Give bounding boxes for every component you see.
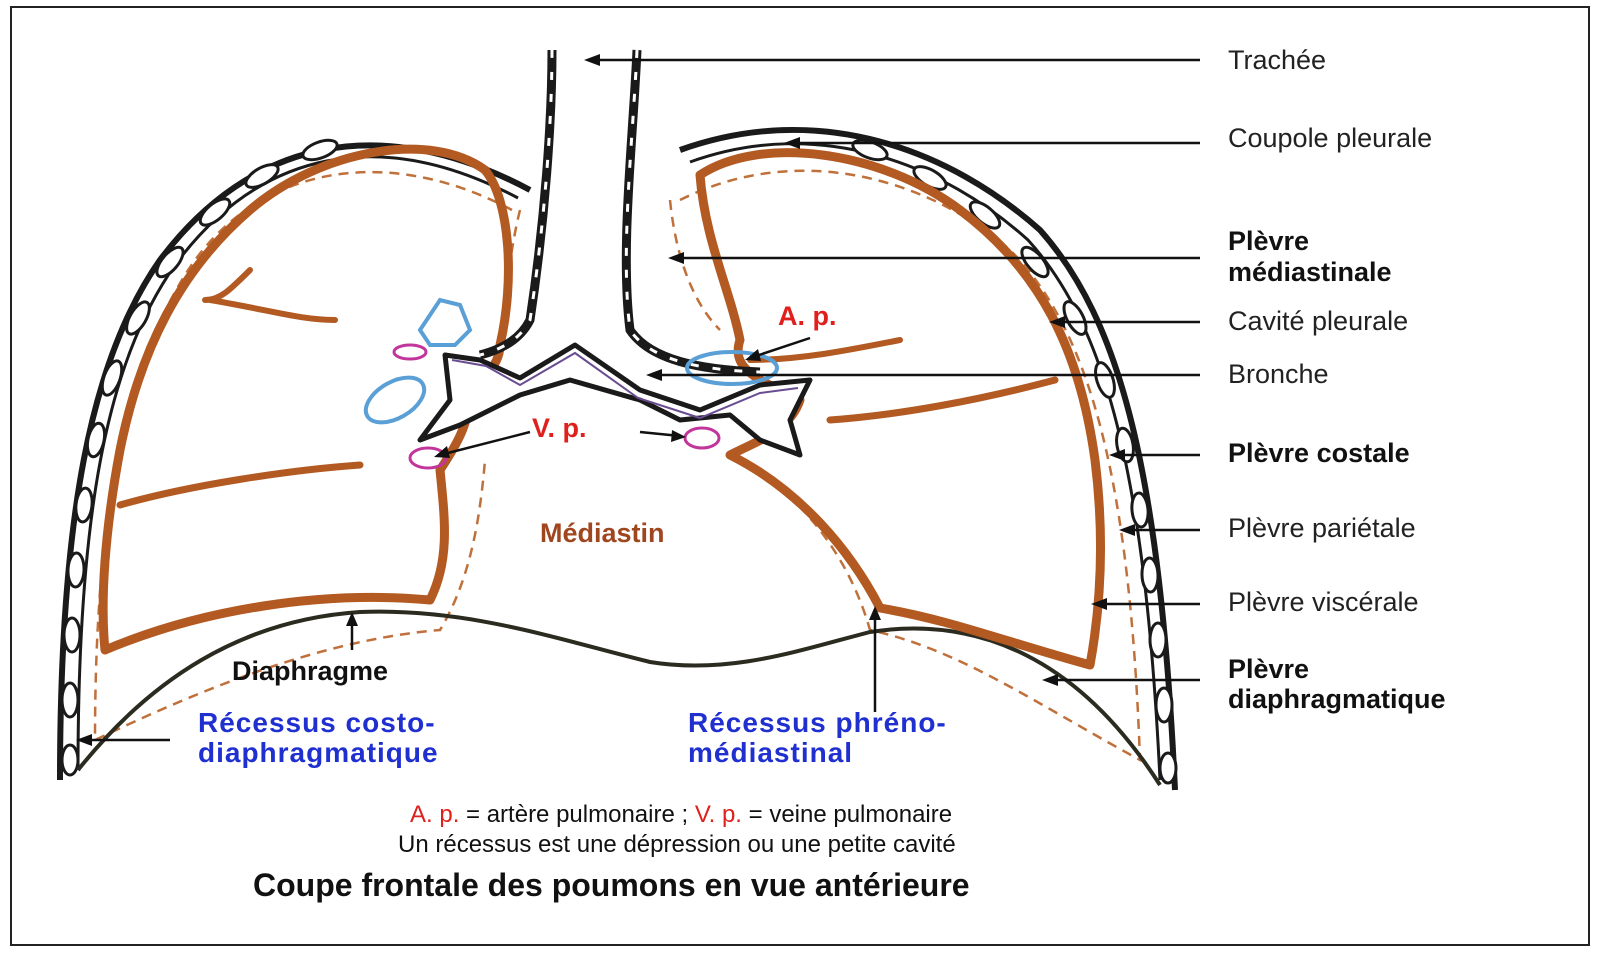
legend-recessus-definition: Un récessus est une dépression ou une pe… — [398, 831, 956, 858]
legend-vp-def: = veine pulmonaire — [742, 801, 952, 828]
label-mediastin: Médiastin — [540, 518, 665, 548]
pulmonary-vein-left — [394, 345, 446, 468]
label-diaphragme: Diaphragme — [232, 656, 388, 686]
legend-vp-abbr: V. p. — [695, 801, 742, 828]
label-recessus-phreno-line1: Récessus phréno- — [688, 707, 947, 738]
label-coupole-pleurale: Coupole pleurale — [1228, 123, 1432, 153]
label-plevre-mediastinale-line2: médiastinale — [1228, 257, 1392, 287]
label-bronche: Bronche — [1228, 359, 1329, 389]
label-plevre-viscerale: Plèvre viscérale — [1228, 587, 1419, 617]
figure-title: Coupe frontale des poumons en vue antéri… — [253, 867, 970, 903]
label-plevre-costale: Plèvre costale — [1228, 438, 1410, 468]
legend-ap-abbr: A. p. — [410, 801, 459, 828]
label-plevre-mediastinale-line1: Plèvre — [1228, 226, 1309, 256]
label-recessus-phreno-line2: médiastinal — [688, 737, 853, 768]
legend-ap-def: = artère pulmonaire ; — [459, 801, 694, 828]
label-trachee: Trachée — [1228, 45, 1326, 75]
pulmonary-vein-right — [685, 428, 719, 448]
label-recessus-costo-line2: diaphragmatique — [198, 737, 439, 768]
trachea — [480, 50, 760, 372]
label-cavite-pleurale: Cavité pleurale — [1228, 306, 1408, 336]
label-plevre-diaphragmatique-line2: diaphragmatique — [1228, 684, 1446, 714]
label-vp: V. p. — [532, 413, 587, 443]
label-plevre-parietale: Plèvre pariétale — [1228, 513, 1416, 543]
right-chest-wall — [680, 130, 1176, 790]
legend-abbreviations: A. p. = artère pulmonaire ; V. p. = vein… — [410, 801, 952, 828]
label-recessus-costo-line1: Récessus costo- — [198, 707, 436, 738]
label-plevre-diaphragmatique-line1: Plèvre — [1228, 654, 1309, 684]
label-ap: A. p. — [778, 301, 837, 331]
